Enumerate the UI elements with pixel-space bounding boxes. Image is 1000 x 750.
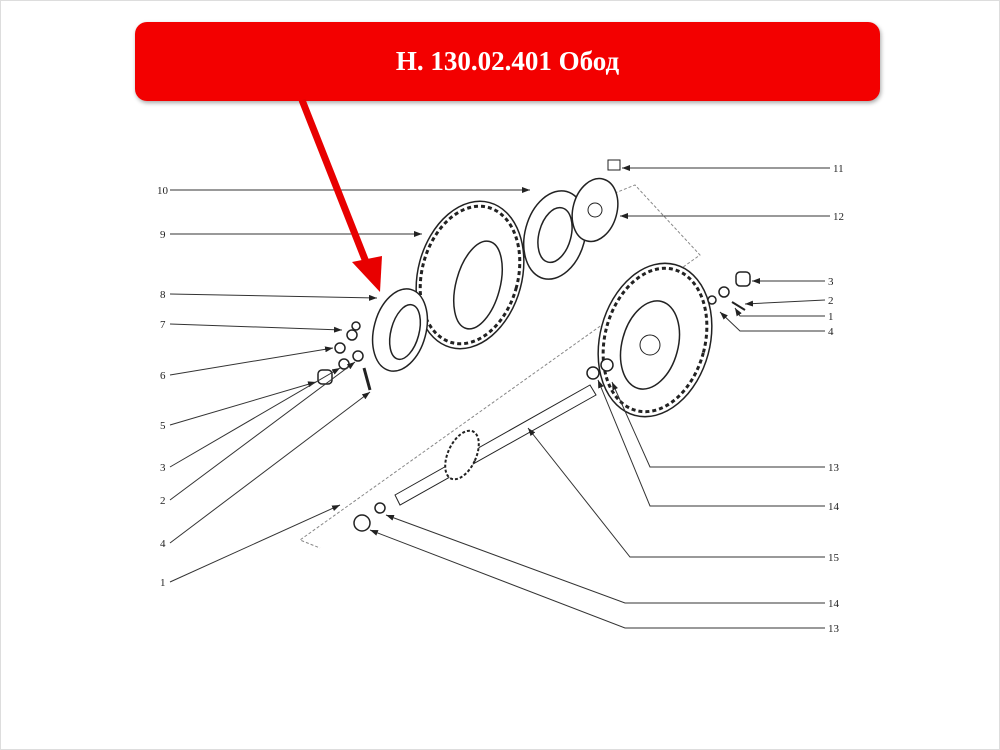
bolt-11 xyxy=(607,159,621,171)
tire-rear xyxy=(415,200,525,350)
callout-label: 8 xyxy=(160,289,166,301)
callout-label: 9 xyxy=(160,229,166,241)
callout-label: 15 xyxy=(828,552,840,564)
hub-flange-12 xyxy=(571,177,619,243)
callout-label: 3 xyxy=(828,276,834,288)
axle-shaft-15 xyxy=(394,384,597,506)
rim-half-10 xyxy=(523,190,587,280)
callout-label: 7 xyxy=(160,319,166,331)
callout-label: 1 xyxy=(828,311,834,323)
callout-label: 3 xyxy=(160,462,166,474)
callout-label: 2 xyxy=(828,295,834,307)
small-parts xyxy=(317,271,751,532)
callout-label: 1 xyxy=(160,577,166,589)
rim-8-obod xyxy=(371,288,429,372)
callout-label: 4 xyxy=(160,538,166,550)
callouts-right: 11 12 3 2 1 4 13 14 15 14 13 xyxy=(369,163,844,635)
callouts-left: 10 9 8 7 6 5 3 2 4 1 xyxy=(157,185,530,589)
red-pointer-arrow xyxy=(298,98,382,292)
callout-label: 11 xyxy=(833,163,844,175)
callout-label: 5 xyxy=(160,420,166,432)
callout-label: 14 xyxy=(828,598,840,610)
callout-label: 14 xyxy=(828,501,840,513)
callout-label: 13 xyxy=(828,462,840,474)
assembly-outline xyxy=(298,184,701,549)
title-banner: Н. 130.02.401 Обод xyxy=(135,22,880,101)
callout-label: 6 xyxy=(160,370,166,382)
callout-label: 13 xyxy=(828,623,840,635)
callout-label: 10 xyxy=(157,185,169,197)
callout-label: 12 xyxy=(833,211,844,223)
part-title: Н. 130.02.401 Обод xyxy=(395,46,620,76)
callout-label: 2 xyxy=(160,495,166,507)
wheel-front xyxy=(597,262,713,418)
callout-label: 4 xyxy=(828,326,834,338)
